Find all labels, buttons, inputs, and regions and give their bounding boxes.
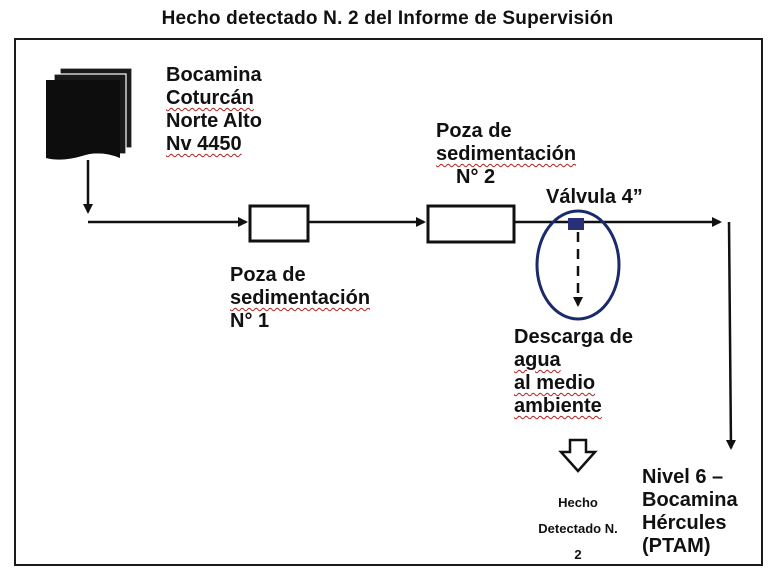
poza2-label: Poza de sedimentación N° 2 (436, 120, 577, 188)
flow-line-down-to-nivel6 (725, 221, 736, 450)
hollow-down-arrow-icon (558, 438, 598, 473)
diagram-title: Hecho detectado N. 2 del Informe de Supe… (161, 8, 614, 29)
valve-icon (568, 218, 584, 230)
poza2-box (426, 204, 516, 244)
descarga-label: Descarga de agua al medio ambiente (514, 326, 633, 417)
bocamina-label: Bocamina Coturcán Norte Alto Nv 4450 (166, 64, 262, 155)
poza1-box (248, 204, 310, 243)
document-stack-icon (46, 67, 133, 160)
valvula-label: Válvula 4” (546, 186, 643, 208)
diagram-frame (14, 38, 763, 566)
poza1-label: Poza de sedimentación N° 1 (230, 264, 371, 332)
highlight-ellipse (535, 209, 621, 321)
hecho-label: Hecho Detectado N. 2 (538, 495, 618, 562)
nivel6-label: Nivel 6 – Bocamina Hércules (PTAM) (642, 466, 738, 557)
